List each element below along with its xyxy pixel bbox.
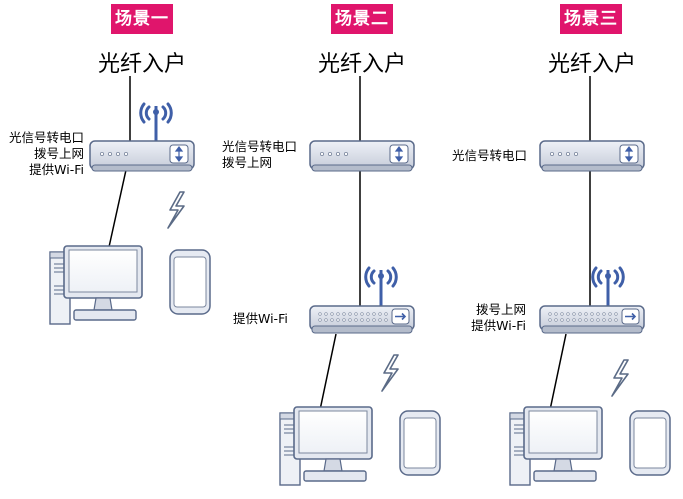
- scene-2-graphics: [279, 76, 441, 486]
- scene-1-modem-labels: 光信号转电口 拨号上网 提供Wi-Fi: [0, 130, 84, 178]
- scene-2-router-label-1: 提供Wi-Fi: [233, 311, 288, 326]
- scene-3-modem-icon: [539, 140, 645, 172]
- scene-2-fiber-title: 光纤入户: [318, 52, 407, 77]
- scene-1-desktop-computer-icon: [49, 245, 143, 325]
- scene-2-router-icon: [309, 305, 415, 334]
- scene-2-modem-icon: [309, 140, 415, 172]
- scene-3-router-icon: [539, 305, 645, 334]
- scene-3-modem-label-1: 光信号转电口: [452, 148, 528, 163]
- scene-3-router-labels: 拨号上网 提供Wi-Fi: [448, 302, 526, 334]
- scene-3-lightning-icon: [611, 359, 629, 397]
- scene-3-smartphone-icon: [629, 410, 671, 476]
- scene-2-lightning-icon: [381, 354, 399, 392]
- scene-1-modem-label-1: 光信号转电口: [8, 130, 84, 145]
- scene-2-router-labels: 提供Wi-Fi: [233, 311, 288, 327]
- scene-3-wifi-antenna-icon: [591, 266, 625, 308]
- scene-1-modem-label-3: 提供Wi-Fi: [29, 162, 84, 177]
- scene-1-modem-icon: [89, 140, 195, 172]
- scene-2-smartphone-icon: [399, 410, 441, 476]
- scene-2-tag: 场景二: [331, 4, 393, 34]
- scene-3-modem-labels: 光信号转电口: [452, 148, 527, 164]
- scene-3-desktop-computer-icon: [509, 406, 603, 486]
- scene-3-router-label-1: 拨号上网: [475, 302, 526, 317]
- scene-2-cable: [319, 333, 337, 411]
- scene-2-modem-label-2: 拨号上网: [222, 155, 273, 170]
- scene-1-wifi-antenna-icon: [139, 102, 173, 144]
- scene-2-wifi-antenna-icon: [364, 266, 398, 308]
- scene-1-smartphone-icon: [169, 249, 211, 315]
- scene-1-tag: 场景一: [111, 4, 173, 34]
- scene-2-desktop-computer-icon: [279, 406, 373, 486]
- scene-2-modem-labels: 光信号转电口 拨号上网: [222, 139, 297, 171]
- scene-3-cable: [549, 333, 567, 411]
- scene-1-lightning-icon: [167, 191, 185, 229]
- scene-3-tag: 场景三: [560, 4, 622, 34]
- scene-2-modem-label-1: 光信号转电口: [222, 139, 298, 154]
- scene-1-cable: [108, 169, 127, 248]
- scene-3-graphics: [509, 76, 671, 486]
- scene-3-router-label-2: 提供Wi-Fi: [471, 318, 526, 333]
- scene-1-modem-label-2: 拨号上网: [33, 146, 84, 161]
- scene-1-graphics: [49, 76, 211, 325]
- scene-1-fiber-title: 光纤入户: [98, 52, 187, 77]
- scene-3-fiber-title: 光纤入户: [548, 52, 637, 77]
